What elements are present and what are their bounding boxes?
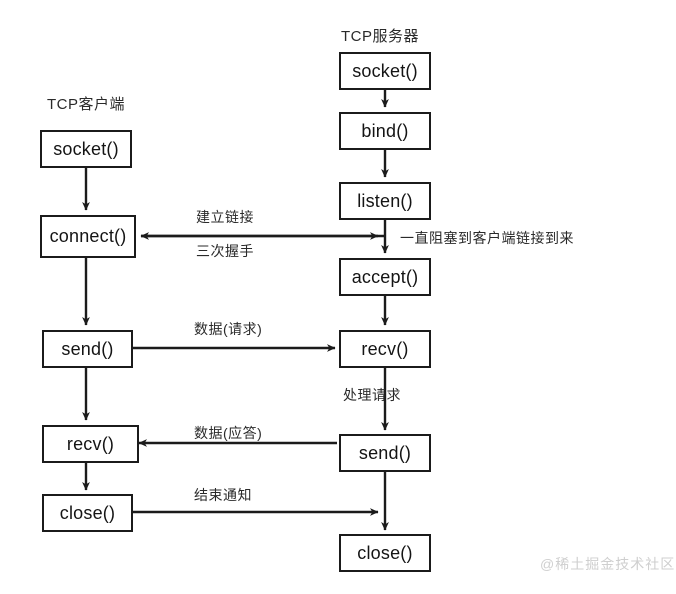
node-server-recv[interactable]: recv() bbox=[339, 330, 431, 368]
edge-label-data-response: 数据(应答) bbox=[194, 425, 263, 441]
edge-label-end-notify: 结束通知 bbox=[194, 487, 252, 503]
node-client-close[interactable]: close() bbox=[42, 494, 133, 532]
node-client-socket[interactable]: socket() bbox=[40, 130, 132, 168]
node-server-listen[interactable]: listen() bbox=[339, 182, 431, 220]
node-client-send[interactable]: send() bbox=[42, 330, 133, 368]
node-client-recv[interactable]: recv() bbox=[42, 425, 139, 463]
node-server-socket[interactable]: socket() bbox=[339, 52, 431, 90]
edge-label-handle-request: 处理请求 bbox=[343, 387, 401, 403]
node-server-close[interactable]: close() bbox=[339, 534, 431, 572]
node-client-connect[interactable]: connect() bbox=[40, 215, 136, 258]
edge-label-three-way-handshake: 三次握手 bbox=[196, 243, 254, 259]
client-column-title: TCP客户端 bbox=[47, 96, 126, 113]
node-server-bind[interactable]: bind() bbox=[339, 112, 431, 150]
watermark: @稀土掘金技术社区 bbox=[540, 556, 676, 572]
server-column-title: TCP服务器 bbox=[341, 28, 420, 45]
edge-label-data-request: 数据(请求) bbox=[194, 321, 263, 337]
node-server-send[interactable]: send() bbox=[339, 434, 431, 472]
node-server-accept[interactable]: accept() bbox=[339, 258, 431, 296]
edge-label-blocking-until-client: 一直阻塞到客户端链接到来 bbox=[400, 230, 574, 246]
edge-label-establish-connection: 建立链接 bbox=[196, 209, 254, 225]
